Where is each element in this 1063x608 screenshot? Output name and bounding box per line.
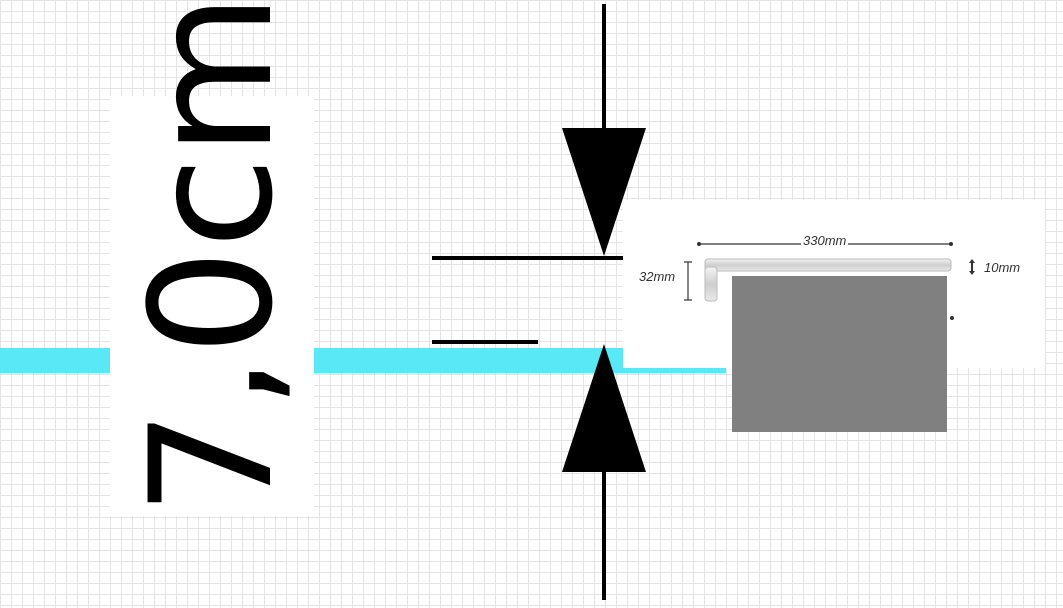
width-dimension-label: 330mm bbox=[801, 233, 849, 248]
width-dimension-end-dot bbox=[949, 242, 953, 246]
dimension-label-box: 7,0cm bbox=[110, 0, 314, 516]
width-dimension-start-dot bbox=[697, 242, 701, 246]
profile-top-bar bbox=[704, 258, 952, 272]
height-dimension-label: 32mm bbox=[637, 269, 678, 284]
right-marker-dot bbox=[950, 316, 954, 320]
bottom-arrow-head bbox=[562, 344, 646, 472]
thickness-arrow-up bbox=[969, 259, 975, 263]
top-arrow-head bbox=[562, 128, 646, 256]
thickness-arrow-down bbox=[969, 271, 975, 275]
gray-block bbox=[732, 276, 947, 432]
profile-side-leg bbox=[704, 266, 718, 302]
thickness-dimension-label: 10mm bbox=[982, 260, 1023, 275]
